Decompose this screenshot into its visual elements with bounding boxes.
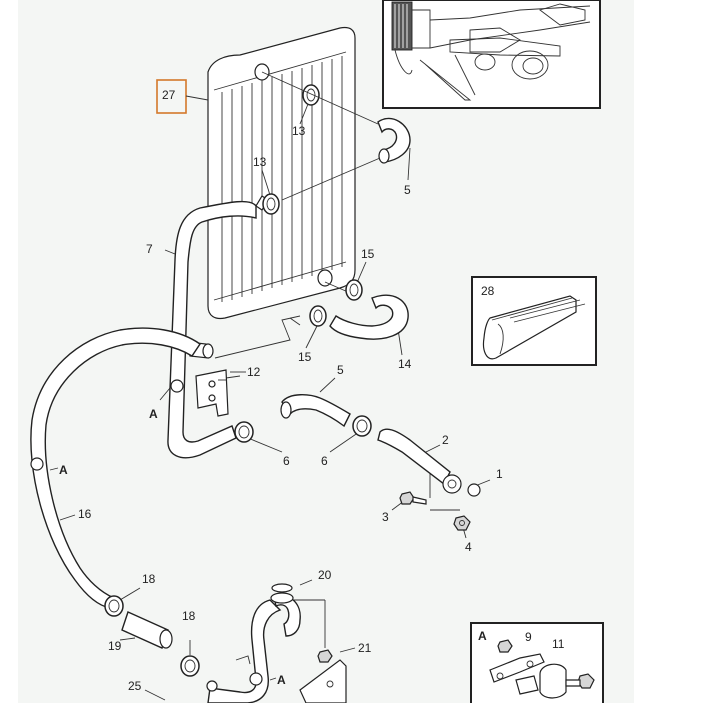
marker-a3: A — [277, 673, 286, 687]
label-12: 12 — [247, 365, 261, 379]
label-18a: 18 — [142, 572, 156, 586]
clamp-15-upper — [345, 279, 363, 301]
label-20: 20 — [318, 568, 332, 582]
leader-lines — [49, 71, 491, 701]
label-16: 16 — [78, 507, 92, 521]
label-18b: 18 — [182, 609, 196, 623]
marker-a2: A — [59, 463, 68, 477]
bracket-lower — [299, 659, 347, 703]
label-15b: 15 — [298, 350, 312, 364]
label-27: 27 — [162, 88, 176, 102]
vehicle-inset — [382, 0, 601, 109]
bracket-12 — [195, 369, 229, 417]
label-21: 21 — [358, 641, 372, 655]
label-11: 11 — [552, 637, 565, 651]
label-6a: 6 — [283, 454, 290, 468]
pipe-19 — [121, 611, 169, 649]
inset-28 — [471, 276, 597, 366]
label-14: 14 — [398, 357, 412, 371]
label-15a: 15 — [361, 247, 375, 261]
label-3: 3 — [382, 510, 389, 524]
label-7: 7 — [146, 242, 153, 256]
clamp-18-lower — [180, 655, 200, 677]
detail-a-inset — [470, 622, 604, 703]
clamp-6-left — [234, 421, 254, 443]
bolt-3 — [399, 491, 427, 505]
clamp-6-right — [352, 415, 372, 437]
label-5a: 5 — [404, 183, 411, 197]
clamp-13-upper — [302, 84, 320, 106]
highlight-box-27 — [156, 79, 187, 114]
label-19: 19 — [108, 639, 122, 653]
marker-a1: A — [149, 407, 158, 421]
nut-4 — [453, 515, 471, 531]
bolt-21 — [317, 649, 333, 663]
label-5b: 5 — [337, 363, 344, 377]
callout-labels: 27 13 13 5 7 15 15 14 12 5 2 6 6 1 3 4 1… — [59, 88, 565, 693]
label-2: 2 — [442, 433, 449, 447]
clamp-13-lower — [262, 193, 280, 215]
label-28: 28 — [481, 284, 495, 298]
label-1: 1 — [496, 467, 503, 481]
clamp-18-upper — [104, 595, 124, 617]
hose-5-middle — [281, 394, 351, 428]
radiator — [207, 26, 356, 320]
o-ring-1 — [467, 483, 481, 497]
label-9: 9 — [525, 630, 532, 644]
label-6b: 6 — [321, 454, 328, 468]
hose-14 — [329, 294, 409, 340]
label-13b: 13 — [253, 155, 267, 169]
hose-7 — [167, 200, 257, 459]
clamp-15-lower — [309, 305, 327, 327]
label-4: 4 — [465, 540, 472, 554]
pipe-2-flange — [442, 474, 462, 494]
label-13a: 13 — [292, 124, 306, 138]
gasket-20 — [271, 583, 293, 593]
marker-detail-a: A — [478, 629, 487, 643]
label-25: 25 — [128, 679, 142, 693]
